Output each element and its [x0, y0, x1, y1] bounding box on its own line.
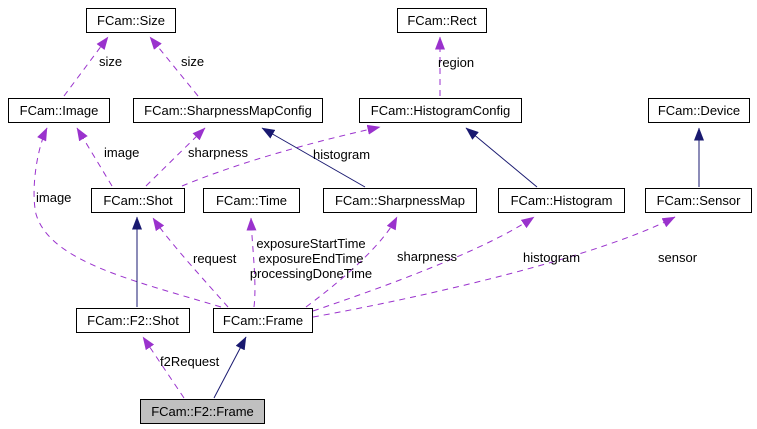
node-fcam-histogram[interactable]: FCam::Histogram — [498, 188, 625, 213]
node-fcam-size[interactable]: FCam::Size — [86, 8, 176, 33]
edge-label-sharpness-from-shot: sharpness — [188, 145, 248, 160]
edge-histogram-inherits-config — [465, 127, 538, 188]
edge-label-sensor-from-frame: sensor — [658, 250, 698, 265]
node-fcam-image[interactable]: FCam::Image — [8, 98, 110, 123]
node-fcam-frame[interactable]: FCam::Frame — [213, 308, 313, 333]
node-fcam-histogramconfig[interactable]: FCam::HistogramConfig — [359, 98, 522, 123]
edge-label-image-from-frame: image — [36, 190, 72, 205]
edge-frame-to-sensor — [312, 216, 676, 318]
edge-label-region: region — [438, 55, 475, 70]
node-fcam-sharpnessmapconfig[interactable]: FCam::SharpnessMapConfig — [133, 98, 323, 123]
node-fcam-f2-shot[interactable]: FCam::F2::Shot — [76, 308, 190, 333]
node-fcam-shot[interactable]: FCam::Shot — [91, 188, 185, 213]
edge-sharpnessmap-inherits-config — [261, 127, 366, 188]
node-fcam-rect[interactable]: FCam::Rect — [397, 8, 487, 33]
edge-frame-to-shot — [152, 217, 229, 308]
edge-label-request: request — [193, 251, 237, 266]
edge-label-histogram-from-shot: histogram — [313, 147, 371, 162]
edge-label-size-from-image: size — [99, 54, 123, 69]
edge-label-sharpness-from-frame: sharpness — [397, 249, 457, 264]
edge-label-exposure-end-time: exposureEndTime — [258, 251, 364, 266]
edge-label-processing-done-time: processingDoneTime — [249, 266, 373, 281]
node-fcam-device[interactable]: FCam::Device — [648, 98, 750, 123]
node-fcam-time[interactable]: FCam::Time — [203, 188, 300, 213]
edge-shot-to-histogramconfig — [181, 124, 381, 187]
edge-label-image-from-shot: image — [104, 145, 140, 160]
edge-label-exposure-start-time: exposureStartTime — [256, 236, 366, 251]
edge-shot-to-sharpnessmapconfig — [145, 127, 206, 187]
edge-f2frame-inherits-frame — [213, 336, 247, 399]
edge-label-size-from-sharpnessmapconfig: size — [181, 54, 205, 69]
edge-sharpnessmapconfig-to-size — [149, 36, 199, 97]
node-fcam-f2-frame[interactable]: FCam::F2::Frame — [140, 399, 265, 424]
edge-frame-to-time — [246, 217, 257, 308]
edge-frame-to-sharpnessmap — [305, 216, 398, 308]
edge-f2frame-to-f2shot — [142, 336, 185, 399]
node-fcam-sensor[interactable]: FCam::Sensor — [645, 188, 752, 213]
edge-image-to-size — [63, 36, 109, 97]
edge-label-histogram-from-frame: histogram — [523, 250, 581, 265]
edge-label-f2request: f2Request — [160, 354, 220, 369]
edge-shot-to-image — [76, 127, 113, 187]
node-fcam-sharpnessmap[interactable]: FCam::SharpnessMap — [323, 188, 477, 213]
edge-frame-to-image — [33, 127, 222, 308]
edge-label-exposure-times: exposureStartTime exposureEndTime proces… — [236, 236, 386, 281]
